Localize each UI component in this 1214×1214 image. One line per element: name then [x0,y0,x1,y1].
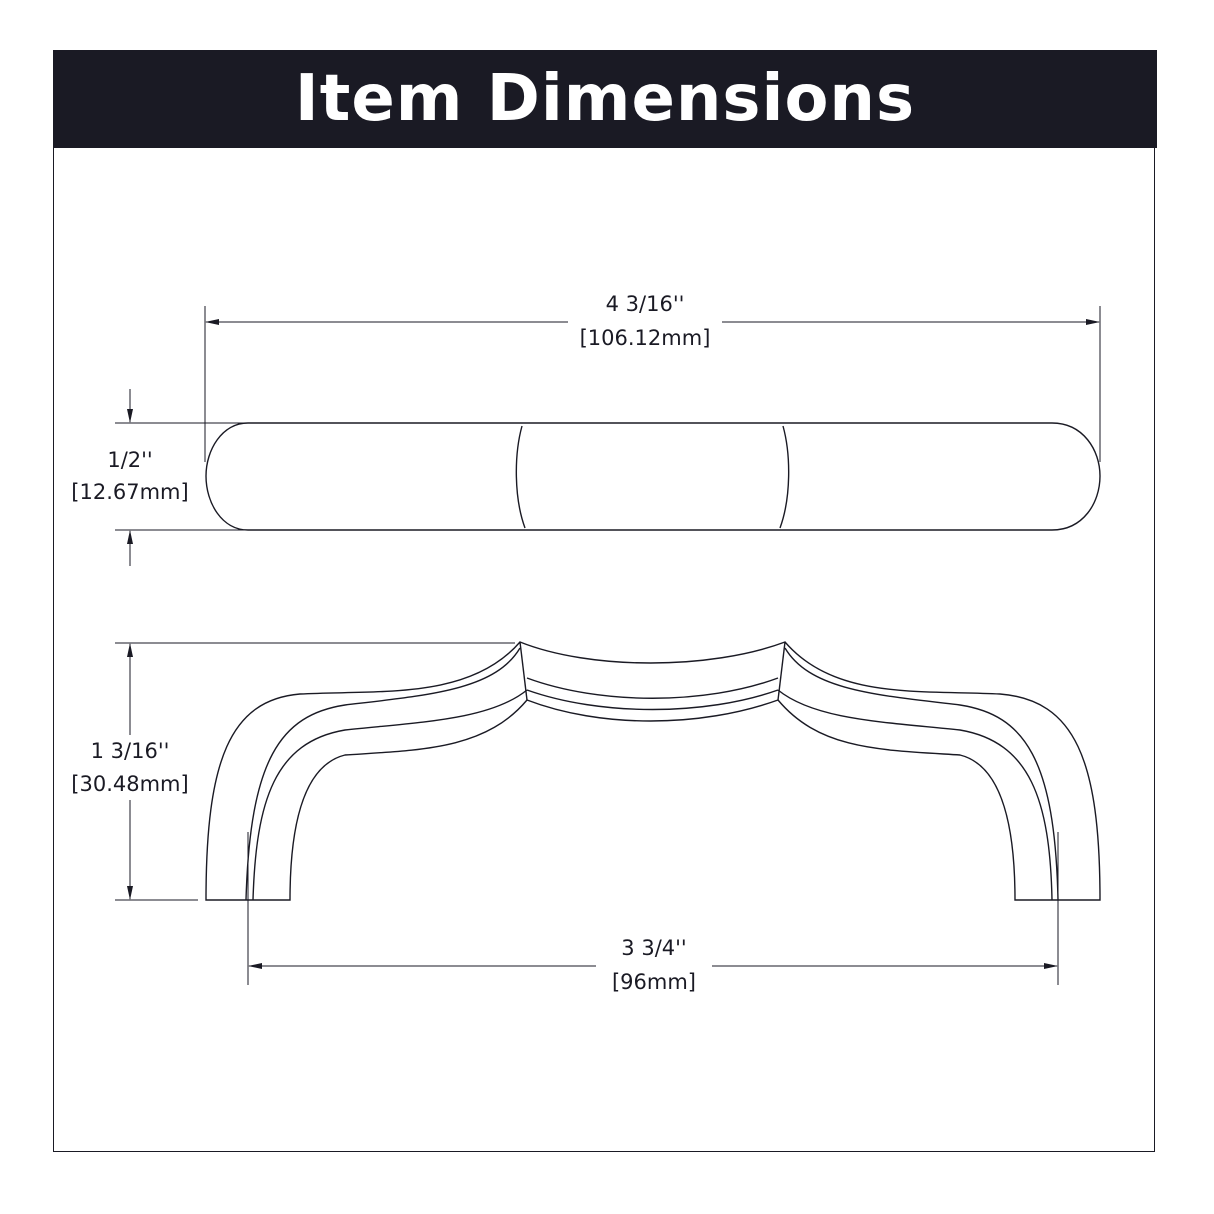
handle-side-ridge-left [245,647,521,901]
width-metric-label: [12.67mm] [71,480,188,504]
handle-side-inner-left [252,689,528,901]
handle-side-ridge-center [526,677,779,699]
projection-metric-label: [30.48mm] [71,772,188,796]
diagram-frame [53,50,1155,1152]
width-imperial-label: 1/2'' [107,448,152,472]
header-banner: Item Dimensions [53,50,1157,148]
cc-metric-label: [96mm] [612,970,696,994]
side-view: 1 3/16'' [30.48mm] 3 3/4'' [96mm] [71,641,1101,994]
handle-side-ridge-right [784,647,1059,901]
page-title: Item Dimensions [294,62,916,136]
handle-side-outline [205,641,1101,901]
projection-imperial-label: 1 3/16'' [91,739,170,763]
cc-imperial-label: 3 3/4'' [621,936,686,960]
handle-side-ridge-center-lower [526,689,779,711]
handle-side-inner-right [777,689,1053,901]
handle-top-outline [205,422,1101,531]
length-imperial-label: 4 3/16'' [606,292,685,316]
handle-top-seam-left [515,425,526,529]
top-view: 4 3/16'' [106.12mm] 1/2'' [12.67mm] [71,292,1101,566]
length-metric-label: [106.12mm] [580,326,711,350]
handle-top-seam-right [779,425,790,529]
